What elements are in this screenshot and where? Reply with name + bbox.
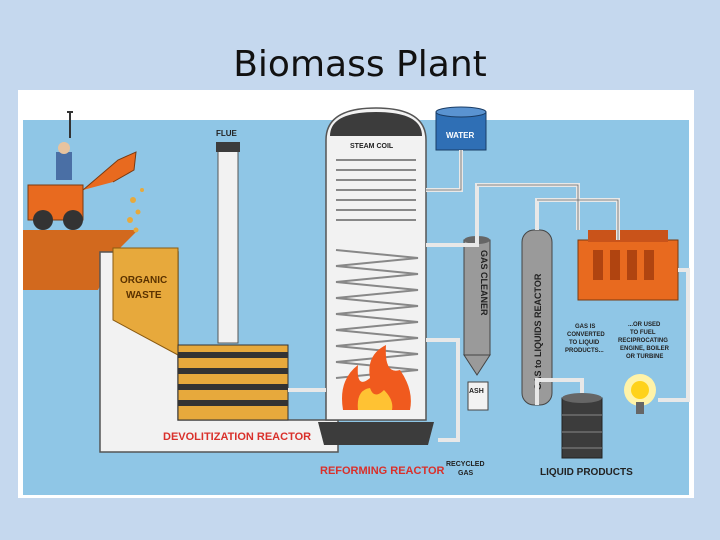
organic-waste-label-2: WASTE (126, 290, 162, 301)
burner-base (318, 422, 434, 445)
devolitization-reactor-label: DEVOLITIZATION REACTOR (163, 431, 311, 443)
diagram-frame: ORGANIC WASTE DEVOLITIZATION REACTOR FLU… (18, 90, 694, 498)
flue-cap (216, 142, 240, 152)
flue-pipe (217, 147, 239, 344)
svg-text:ENGINE, BOILER: ENGINE, BOILER (620, 346, 670, 352)
recycled-gas-label-1: RECYCLED (446, 461, 485, 468)
or-used-text: ...OR USED TO FUEL RECIPROCATING ENGINE,… (618, 322, 670, 360)
reformer-coil (335, 249, 419, 379)
gas-cleaner (463, 236, 491, 376)
recycled-gas-label-2: GAS (458, 470, 474, 477)
water-label: WATER (446, 131, 475, 140)
pipe-outlines (426, 150, 619, 240)
flame-icon (342, 345, 411, 410)
gas-to-liquids-label: GAS to LIQUIDS REACTOR (533, 273, 543, 390)
ash-label: ASH (469, 388, 484, 395)
devolitization-reactor (177, 344, 289, 421)
biomass-plant-diagram: ORGANIC WASTE DEVOLITIZATION REACTOR FLU… (18, 90, 694, 498)
tractor-icon (27, 111, 137, 230)
svg-text:RECIPROCATING: RECIPROCATING (618, 338, 668, 344)
steam-coil (336, 159, 416, 221)
gas-cleaner-label: GAS CLEANER (479, 250, 489, 316)
svg-text:TO FUEL: TO FUEL (630, 330, 656, 336)
steam-coil-label: STEAM COIL (350, 143, 394, 150)
svg-text:GAS IS: GAS IS (575, 324, 595, 330)
svg-text:...OR USED: ...OR USED (628, 322, 661, 328)
flue-label: FLUE (216, 129, 238, 138)
water-tank (435, 106, 487, 151)
slide-title: Biomass Plant (233, 44, 487, 85)
svg-text:TO LIQUID: TO LIQUID (569, 340, 600, 346)
engine-icon (577, 230, 679, 301)
ash-bin (467, 381, 489, 411)
reforming-reactor-tower (325, 107, 427, 421)
svg-text:PRODUCTS...: PRODUCTS... (565, 348, 604, 354)
light-bulb-icon (624, 374, 656, 414)
svg-text:OR TURBINE: OR TURBINE (626, 354, 663, 360)
liquid-products-label: LIQUID PRODUCTS (540, 467, 633, 478)
reforming-reactor-label: REFORMING REACTOR (320, 465, 445, 477)
gas-converted-text: GAS IS CONVERTED TO LIQUID PRODUCTS... (565, 324, 605, 354)
falling-waste (127, 188, 144, 233)
svg-text:CONVERTED: CONVERTED (567, 332, 605, 338)
liquid-products-tank (561, 393, 603, 459)
ground-cliff (23, 230, 138, 290)
organic-waste-label-1: ORGANIC (120, 275, 167, 286)
